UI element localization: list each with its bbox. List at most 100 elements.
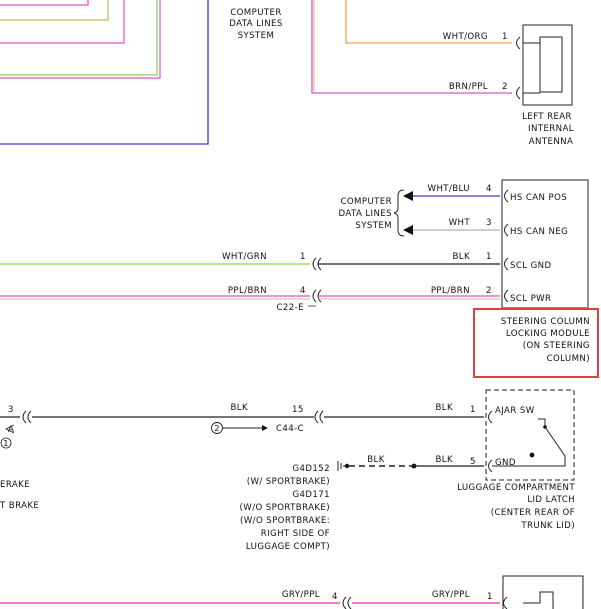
pin-gnd: GND xyxy=(495,458,516,468)
ground-note-7: LUGGAGE COMPT) xyxy=(246,542,330,552)
module-can-wires: WHT/BLU 4 WHT 3 xyxy=(403,184,500,235)
latch-label-4: TRUNK LID) xyxy=(520,521,575,531)
wire-wht-org-pin: 1 xyxy=(502,32,508,42)
ground-dot xyxy=(344,463,350,469)
connector-c22e-arc-1a xyxy=(312,257,317,271)
wire-blk-latch-left-label: BLK xyxy=(230,403,248,413)
latch-switch-pivot xyxy=(543,425,547,429)
wire-gry-ppl-left-pin: 4 xyxy=(332,592,338,602)
wire-blk-latch-right-label: BLK xyxy=(435,403,453,413)
wire-wht-blu-pin: 4 xyxy=(486,184,492,194)
pin-hs-can-pos: HS CAN POS xyxy=(510,193,567,203)
module-pin-arc-3 xyxy=(504,257,509,271)
connector-c44c-label: C44-C xyxy=(276,424,304,434)
module-highlight-box[interactable] xyxy=(473,308,599,378)
latch-left-section: 3 A 1 ERAKE T BRAKE xyxy=(0,405,39,511)
module-cdl-line1: COMPUTER xyxy=(340,197,392,207)
connector-c44c-arc-a xyxy=(314,410,319,424)
arrow-wht xyxy=(403,225,413,235)
wire-olive-top xyxy=(0,0,109,21)
wire-wht-grn-label: WHT/GRN xyxy=(222,252,267,262)
bottom-component-box xyxy=(502,575,584,609)
antenna-label-3: ANTENNA xyxy=(529,137,574,147)
ground-note-6: RIGHT SIDE OF xyxy=(261,529,330,539)
pin-hs-can-neg: HS CAN NEG xyxy=(510,227,568,237)
antenna-inner xyxy=(539,36,563,93)
module-label-2: LOCKING MODULE xyxy=(506,329,590,339)
antenna-wires: WHT/ORG 1 BRN/PPL 2 xyxy=(311,0,521,100)
top-cdl-line3: SYSTEM xyxy=(238,31,275,41)
module-computer-data-lines: COMPUTER DATA LINES SYSTEM xyxy=(338,189,405,237)
antenna-label-2: INTERNAL xyxy=(528,124,574,134)
module-pin-arc-2 xyxy=(504,223,509,237)
module-power-wires: WHT/GRN 1 PPL/BRN 4 C22-E BLK 1 PPL/BRN … xyxy=(0,252,500,313)
latch-brake-1: ERAKE xyxy=(0,480,30,490)
wire-blk-ground-dashed-label: BLK xyxy=(367,455,385,465)
bottom-section: GRY/PPL 4 GRY/PPL 1 xyxy=(0,575,584,609)
top-left-wires xyxy=(0,0,209,145)
connector-c44c-arc-b xyxy=(319,410,324,424)
wire-wht-pin: 3 xyxy=(486,218,492,228)
wire-pink-top-2 xyxy=(0,0,161,79)
latch-left-pin: 3 xyxy=(8,405,14,415)
wire-blk-latch-right-pin: 1 xyxy=(470,405,476,415)
antenna-label-1: LEFT REAR xyxy=(522,112,572,122)
ref-arrow-head xyxy=(262,425,268,431)
module-pin-arc-1 xyxy=(504,189,509,203)
wire-blue-top xyxy=(0,0,209,145)
module-box xyxy=(501,179,589,309)
wire-wht-grn-pin: 1 xyxy=(300,252,306,262)
connector-arc-2 xyxy=(516,86,521,100)
latch-brake-2: T BRAKE xyxy=(0,501,39,511)
wire-wht-org xyxy=(345,0,512,44)
wire-brn-ppl-label: BRN/PPL xyxy=(449,82,488,92)
ground-note-4: (W/O SPORTBRAKE) xyxy=(240,503,330,513)
ref-circle-2-num: 2 xyxy=(214,423,220,433)
splice-dot xyxy=(411,463,417,469)
left-rear-antenna: LEFT REAR INTERNAL ANTENNA xyxy=(522,24,574,147)
ground-note-2: (W/ SPORTBRAKE) xyxy=(247,477,330,487)
latch-label-2: LID LATCH xyxy=(527,495,575,505)
latch-left-ref-arrow xyxy=(5,424,15,434)
pin-ajar-sw: AJAR SW xyxy=(495,406,535,416)
wire-wht-blu-label: WHT/BLU xyxy=(428,184,470,194)
top-cdl-line1: COMPUTER xyxy=(230,8,282,18)
module-pin-arc-4 xyxy=(504,289,509,303)
wire-ppl-brn-left-pin: 4 xyxy=(300,286,306,296)
wire-gry-ppl-left-label: GRY/PPL xyxy=(282,590,320,600)
wire-ppl-brn-right-label: PPL/BRN xyxy=(431,286,470,296)
wire-blk-latch-left-pin: 15 xyxy=(292,405,304,415)
antenna-box xyxy=(522,24,573,106)
latch-label-1: LUGGAGE COMPARTMENT xyxy=(457,483,575,493)
module-cdl-line3: SYSTEM xyxy=(355,221,392,231)
module-cdl-brace xyxy=(393,189,405,237)
wire-gry-ppl-right-label: GRY/PPL xyxy=(432,590,470,600)
module-label-1: STEERING COLUMN xyxy=(501,317,590,327)
latch-switch-wire xyxy=(492,419,566,467)
wire-blk-ground-pin: 5 xyxy=(470,457,476,467)
wire-blk-ground-solid-label: BLK xyxy=(435,455,453,465)
wire-green-top xyxy=(0,0,158,76)
wire-wht-label: WHT xyxy=(449,218,471,228)
steering-column-locking-module: HS CAN POS HS CAN NEG SCL GND SCL PWR ST… xyxy=(473,179,599,378)
bottom-comp-arc xyxy=(503,596,508,609)
wire-blk-module-pin: 1 xyxy=(486,252,492,262)
connector-arc-1 xyxy=(516,36,521,50)
latch-label-3: (CENTER REAR OF xyxy=(491,508,575,518)
module-cdl-line2: DATA LINES xyxy=(338,209,392,219)
connector-c22e-arc-2a xyxy=(312,289,317,303)
ground-note-1: G4D152 xyxy=(292,464,330,474)
bottom-component-inner xyxy=(523,591,554,609)
luggage-compartment-lid-latch: AJAR SW GND LUGGAGE COMPARTMENT LID LATC… xyxy=(457,389,575,531)
wire-brn-ppl xyxy=(311,0,512,94)
connector-c22e-label: C22-E xyxy=(277,303,304,313)
bottom-arc-a xyxy=(342,596,347,609)
module-label-3: (ON STEERING xyxy=(523,341,590,351)
latch-left-arc-a xyxy=(22,410,27,424)
arrow-wht-blu xyxy=(403,191,413,201)
ground-note-5: (W/O SPORTBRAKE: xyxy=(240,516,330,526)
ground-symbol xyxy=(337,461,345,471)
latch-left-arc-b xyxy=(27,410,32,424)
wire-blk-module-label: BLK xyxy=(452,252,470,262)
